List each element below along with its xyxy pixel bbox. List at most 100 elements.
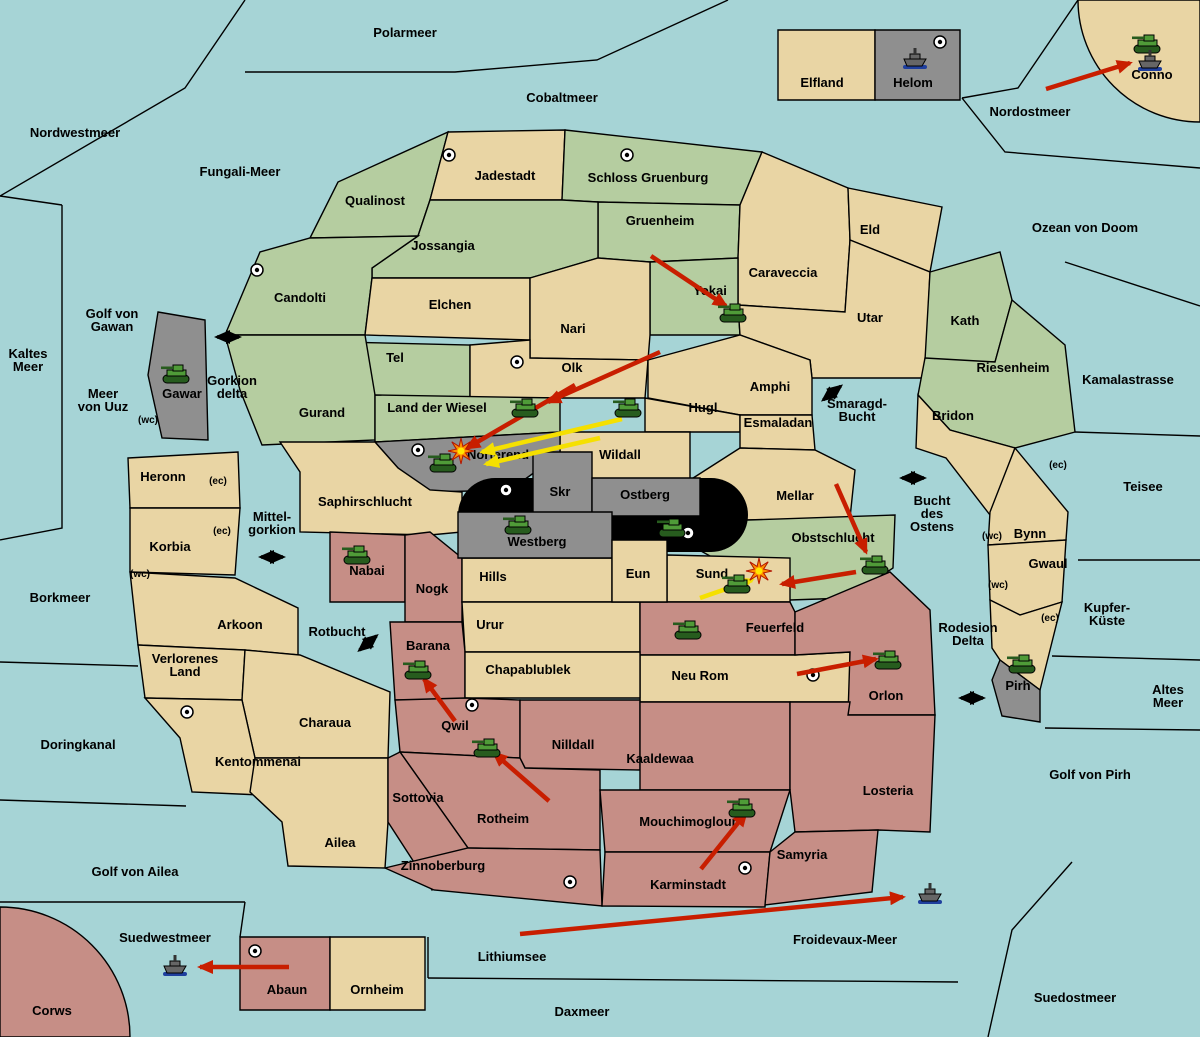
territory-rodesion-delta[interactable] xyxy=(989,598,1063,692)
territory-eun[interactable] xyxy=(611,539,668,603)
strait-connection-arrow xyxy=(820,384,844,402)
territory-pirh[interactable] xyxy=(991,658,1041,723)
territory-kaaldewaa[interactable] xyxy=(639,701,791,791)
territory-label-gwaul: Gwaul xyxy=(1028,556,1067,571)
tank-icon[interactable] xyxy=(503,515,532,535)
territory-label-olk: Olk xyxy=(562,360,584,375)
sea-label: Borkmeer xyxy=(30,590,91,605)
tank-icon[interactable] xyxy=(428,453,457,473)
territory-skr[interactable] xyxy=(532,451,593,515)
sea-border-line xyxy=(245,0,729,73)
coast-tag-label: (ec) xyxy=(209,476,227,487)
sea-label: Ozean von Doom xyxy=(1032,220,1138,235)
ship-icon[interactable] xyxy=(163,955,187,976)
tank-icon[interactable] xyxy=(722,574,751,594)
city-marker xyxy=(620,148,634,162)
tank-icon[interactable] xyxy=(613,398,642,418)
territory-jadestadt[interactable] xyxy=(429,129,566,201)
tank-icon[interactable] xyxy=(673,620,702,640)
territory-label-hugl: Hugl xyxy=(689,400,718,415)
territory-label-samyria: Samyria xyxy=(777,847,828,862)
tank-icon[interactable] xyxy=(1132,34,1161,54)
ship-icon[interactable] xyxy=(903,48,927,69)
tank-icon[interactable] xyxy=(727,798,756,818)
attack-arrow xyxy=(779,569,857,589)
tank-icon[interactable] xyxy=(510,398,539,418)
territory-label-eun: Eun xyxy=(626,566,651,581)
sea-label: Golf von Ailea xyxy=(92,864,180,879)
territory-label-losteria: Losteria xyxy=(863,783,914,798)
territory-barana[interactable] xyxy=(389,621,466,701)
territory-label-eld: Eld xyxy=(860,222,880,237)
territory-samyria[interactable] xyxy=(764,829,879,906)
tank-icon[interactable] xyxy=(860,555,889,575)
territory-label-elfland: Elfland xyxy=(800,75,843,90)
territory-nilldall[interactable] xyxy=(519,699,641,771)
ship-icon[interactable] xyxy=(918,883,942,904)
sea-border-line xyxy=(0,0,246,197)
sea-label: Nordostmeer xyxy=(990,104,1071,119)
territory-label-mellar: Mellar xyxy=(776,488,814,503)
territory-label-charaua: Charaua xyxy=(299,715,352,730)
territory-label-bynn: Bynn xyxy=(1014,526,1047,541)
territory-label-zinnoberburg: Zinnoberburg xyxy=(401,858,486,873)
tank-icon[interactable] xyxy=(873,650,902,670)
territory-bynn[interactable] xyxy=(987,446,1069,546)
tank-icon[interactable] xyxy=(472,738,501,758)
coast-tag-label: (wc) xyxy=(138,415,158,426)
territory-zinnoberburg[interactable] xyxy=(382,847,603,907)
city-marker xyxy=(510,355,524,369)
tank-icon[interactable] xyxy=(342,545,371,565)
territory-corws[interactable] xyxy=(0,906,131,1037)
coast-tag-label: (ec) xyxy=(1049,460,1067,471)
territory-chapablublek[interactable] xyxy=(464,651,641,699)
territory-nari[interactable] xyxy=(529,257,651,361)
territory-losteria[interactable] xyxy=(789,701,936,833)
territory-label-rotheim: Rotheim xyxy=(477,811,529,826)
tank-icon[interactable] xyxy=(1007,654,1036,674)
sea-label: Polarmeer xyxy=(373,25,437,40)
territory-label-bridon: Bridon xyxy=(932,408,974,423)
ship-icon[interactable] xyxy=(1138,50,1162,71)
territory-ailea[interactable] xyxy=(249,757,389,869)
sea-border-line xyxy=(427,977,959,983)
tank-icon[interactable] xyxy=(161,364,190,384)
territory-label-nari: Nari xyxy=(560,321,585,336)
attack-arrow xyxy=(545,349,661,405)
tank-icon[interactable] xyxy=(657,518,686,538)
attack-arrow xyxy=(519,891,906,937)
territory-label-abaun: Abaun xyxy=(267,982,308,997)
tank-icon[interactable] xyxy=(718,303,747,323)
territory-ornheim[interactable] xyxy=(329,936,426,1011)
territory-label-esmaladan: Esmaladan xyxy=(744,415,813,430)
territory-label-skr: Skr xyxy=(550,484,571,499)
territory-ostberg[interactable] xyxy=(591,477,701,517)
territory-label-karminstadt: Karminstadt xyxy=(650,877,727,892)
territory-label-jossangia: Jossangia xyxy=(411,238,475,253)
territory-label-barana: Barana xyxy=(406,638,451,653)
tank-icon[interactable] xyxy=(403,660,432,680)
sea-border-line xyxy=(0,799,187,807)
sea-border-line xyxy=(987,861,1073,1037)
territory-label-feuerfeld: Feuerfeld xyxy=(746,620,805,635)
territory-label-land-der-wiesel: Land der Wiesel xyxy=(387,400,487,415)
city-marker xyxy=(180,705,194,719)
territory-label-nogk: Nogk xyxy=(416,581,449,596)
attack-arrow xyxy=(649,254,729,308)
territory-gruenheim[interactable] xyxy=(597,201,741,263)
territory-saphirschlucht[interactable] xyxy=(278,441,463,536)
coast-tag-label: (wc) xyxy=(988,580,1008,591)
sea-label: Doringkanal xyxy=(40,737,115,752)
city-marker xyxy=(442,148,456,162)
sea-border-line xyxy=(0,661,139,667)
territory-korbia[interactable] xyxy=(129,507,241,576)
city-marker xyxy=(681,526,695,540)
territory-label-urur: Urur xyxy=(476,617,503,632)
territory-label-amphi: Amphi xyxy=(750,379,790,394)
territory-label-chapablublek: Chapablublek xyxy=(485,662,571,677)
coast-tag-label: (wc) xyxy=(130,569,150,580)
support-arrow xyxy=(483,435,601,468)
sea-border-line xyxy=(239,901,246,938)
